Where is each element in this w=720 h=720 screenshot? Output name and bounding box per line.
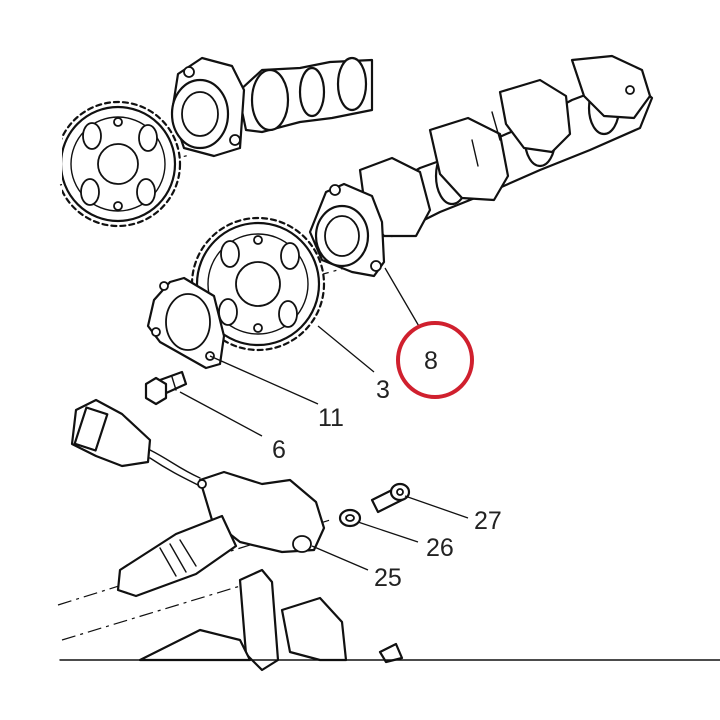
bolt-6 bbox=[144, 370, 188, 406]
callout-27: 27 bbox=[474, 507, 502, 535]
gasket-11 bbox=[146, 276, 226, 370]
callout-3: 3 bbox=[376, 376, 390, 404]
bearing-cap-8 bbox=[308, 182, 386, 278]
timing-gear-upper bbox=[62, 100, 182, 228]
sensor-25 bbox=[116, 470, 326, 598]
washer-26 bbox=[338, 508, 362, 528]
cylinder-head-fragment bbox=[59, 568, 720, 672]
camshaft-upper bbox=[170, 56, 374, 158]
callout-8: 8 bbox=[424, 347, 438, 375]
bolt-27 bbox=[370, 482, 411, 514]
timing-gear-lower bbox=[190, 216, 326, 352]
callout-11: 11 bbox=[318, 404, 344, 432]
leader-lines bbox=[179, 267, 469, 571]
callouts: 8 3 11 6 27 26 25 bbox=[272, 321, 502, 592]
callout-25: 25 bbox=[374, 564, 402, 592]
sensor-connector bbox=[70, 398, 201, 487]
callout-8-highlight-ring bbox=[396, 321, 474, 399]
callout-6: 6 bbox=[272, 436, 286, 464]
callout-26: 26 bbox=[426, 534, 454, 562]
camshaft-lower bbox=[358, 54, 654, 238]
